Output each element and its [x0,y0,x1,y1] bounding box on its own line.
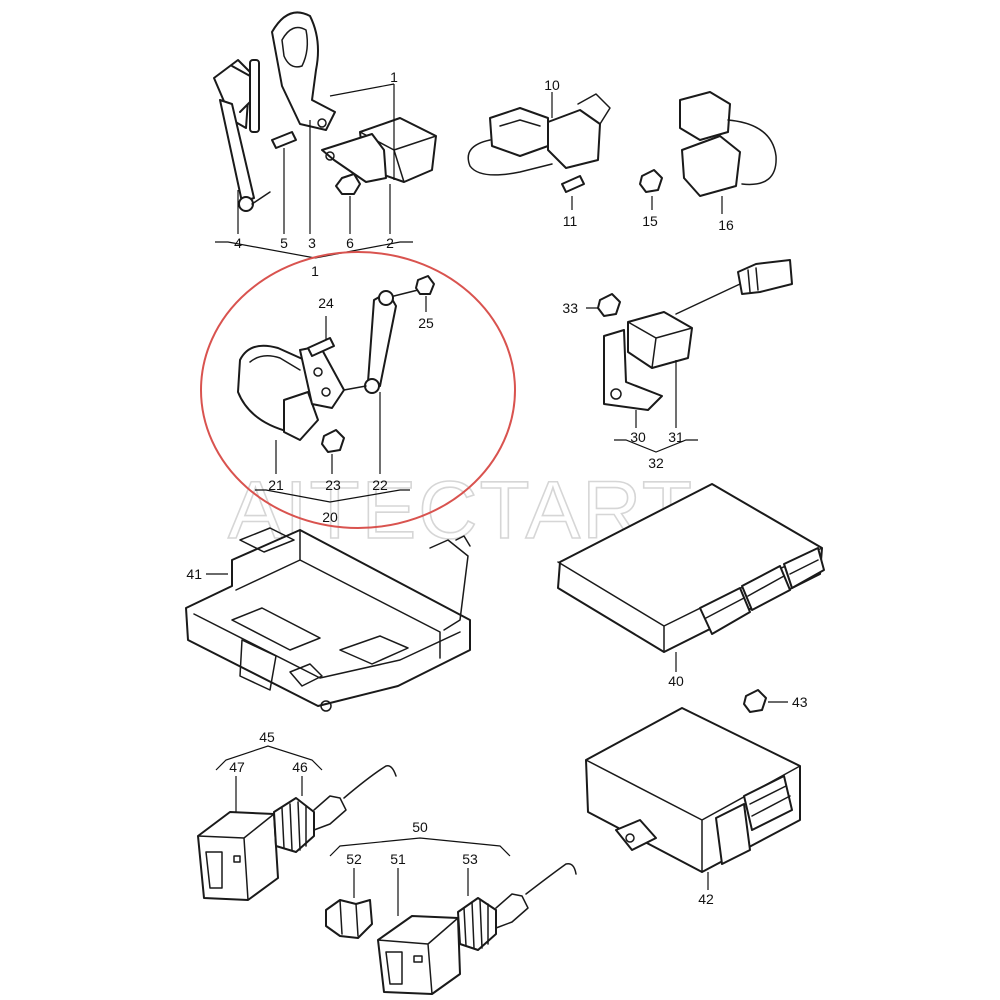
callout-2: 2 [386,235,394,251]
sensor-part-31 [627,311,693,369]
callout-46: 46 [292,759,308,775]
tray-part-41 [185,529,471,707]
callout-25: 25 [418,315,434,331]
control-unit-part-40 [557,483,823,653]
callout-33: 33 [562,300,578,316]
connector-part-16 [679,91,731,141]
callout-11: 11 [563,213,578,229]
callout-20: 20 [322,509,338,525]
callout-40: 40 [668,673,684,689]
callout-3: 3 [308,235,316,251]
screw-part-5 [271,131,297,149]
level-sensor-assembly-1: 4 5 3 6 2 1 1 [213,11,437,279]
seal-part-53 [457,897,497,951]
callout-10: 10 [544,77,560,93]
nut-part-15 [639,169,663,193]
control-unit-40: 40 [557,483,825,689]
nut-part-23 [321,429,345,453]
callout-42: 42 [698,891,714,907]
switch-part-10 [489,107,549,157]
callout-16: 16 [718,217,734,233]
callout-23: 23 [325,477,341,493]
callout-4: 4 [234,235,242,251]
callout-47: 47 [229,759,245,775]
clip-part-52 [325,899,373,939]
callout-53: 53 [462,851,478,867]
nut-part-6 [335,173,361,195]
highlight-circle [200,251,516,529]
callout-22: 22 [372,477,388,493]
switch-group-10-11: 10 11 [467,77,611,229]
link-rod-part-22 [367,291,397,387]
callout-5: 5 [280,235,288,251]
connector-housing-part-51 [377,915,461,995]
callout-51: 51 [390,851,406,867]
nut-part-25 [415,275,435,295]
control-unit-42: 43 42 [585,689,808,907]
callout-6: 6 [346,235,354,251]
callout-31: 31 [668,429,684,445]
nut-part-33 [597,293,621,317]
screw-part-24 [307,337,335,357]
callout-1-top: 1 [390,69,398,85]
callout-15: 15 [642,213,658,229]
callout-24: 24 [318,295,334,311]
callout-43: 43 [792,694,808,710]
screw-part-11 [561,175,585,193]
switch-group-15-16: 15 16 [639,91,777,233]
callout-21: 21 [268,477,284,493]
callout-52: 52 [346,851,362,867]
callout-41: 41 [186,566,202,582]
connector-assembly-50: 52 51 53 50 [325,819,577,995]
callout-45: 45 [259,729,275,745]
callout-50: 50 [412,819,428,835]
sensor-assembly-32: 33 30 31 32 [562,259,793,471]
mounting-tray-41: 41 [185,527,471,712]
callout-32: 32 [648,455,664,471]
bracket-part-3 [271,11,336,131]
level-sensor-assembly-20: 24 25 21 23 22 20 [237,275,435,525]
seal-part-46 [273,797,315,853]
callout-1: 1 [311,263,319,279]
callout-30: 30 [630,429,646,445]
connector-assembly-45: 47 46 45 [197,729,397,901]
nut-part-43 [743,689,767,713]
